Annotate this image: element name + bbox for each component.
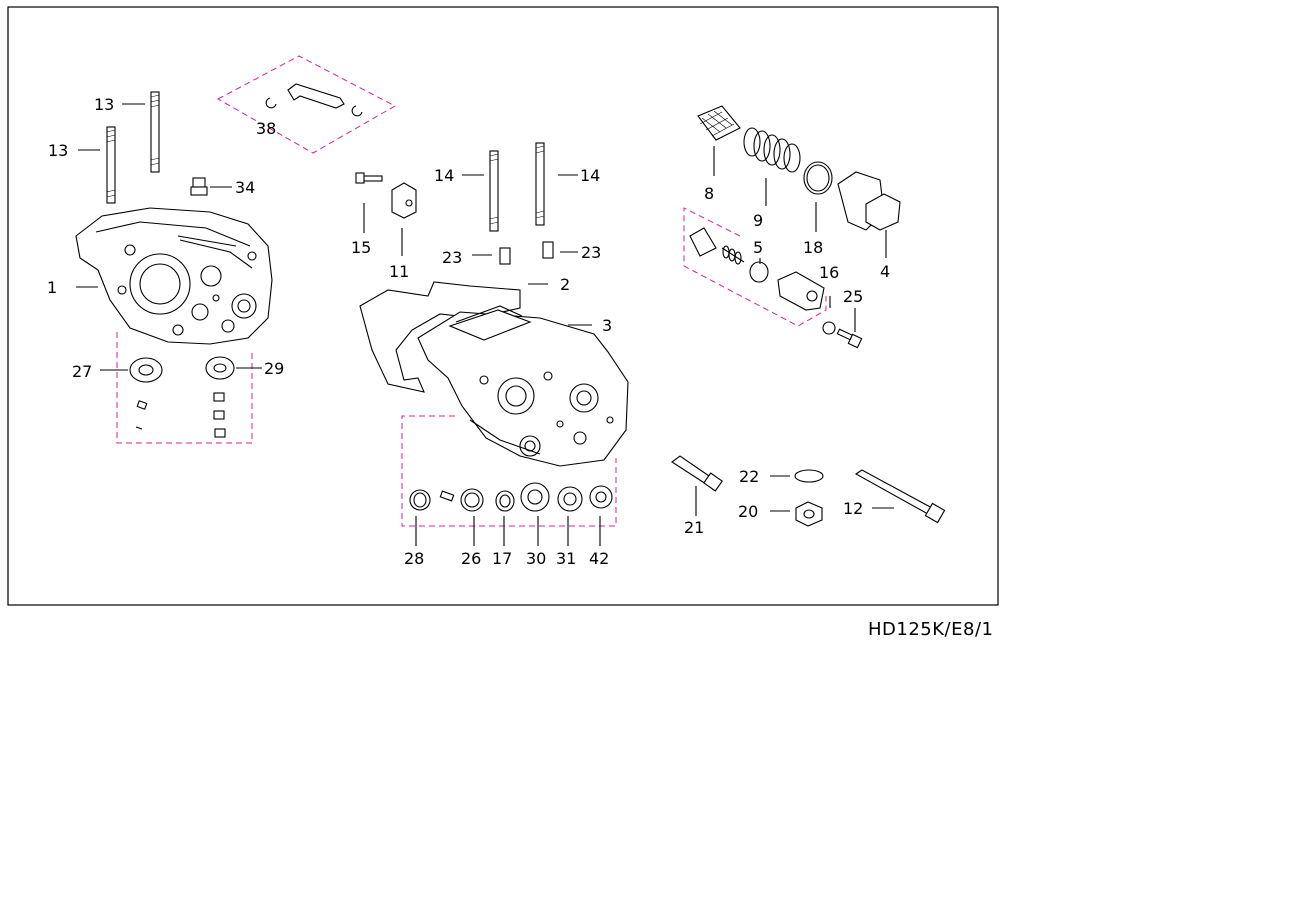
- callout-28: 28: [404, 549, 424, 568]
- gasket-2-part: [359, 281, 521, 393]
- callout-8: 8: [704, 184, 714, 203]
- group-outline-bearings-left: [116, 332, 253, 444]
- nut-20-part: [795, 501, 823, 527]
- bush-26-part: [460, 488, 484, 512]
- dowel-23-left: [499, 247, 511, 265]
- bolt-12-part: [854, 469, 946, 524]
- washer-22-part: [794, 469, 824, 483]
- callout-42: 42: [589, 549, 609, 568]
- plug-34-part: [190, 177, 208, 196]
- callout-30: 30: [526, 549, 546, 568]
- callout-16: 16: [819, 263, 839, 282]
- callout-20: 20: [738, 502, 758, 521]
- callout-14-left: 14: [434, 166, 454, 185]
- bush-28-part: [409, 489, 431, 511]
- callout-38: 38: [256, 119, 276, 138]
- stud-14-right: [535, 142, 545, 226]
- callout-11: 11: [389, 262, 409, 281]
- diagram-code: HD125K/E8/1: [868, 619, 994, 640]
- callout-21: 21: [684, 518, 704, 537]
- callout-25: 25: [843, 287, 863, 306]
- callout-34: 34: [235, 178, 255, 197]
- right-crankcase-part: [417, 305, 629, 467]
- dowel-pins-left: [135, 392, 226, 438]
- bearing-27-part: [129, 357, 163, 383]
- callout-27: 27: [72, 362, 92, 381]
- filter-screen-8-part: [697, 105, 741, 141]
- callout-2: 2: [560, 275, 570, 294]
- diagram-frame: [7, 6, 999, 606]
- drain-plug-4-part: [837, 171, 901, 231]
- callout-5: 5: [753, 238, 763, 257]
- callout-1: 1: [47, 278, 57, 297]
- stud-13-right: [150, 91, 160, 173]
- callout-22: 22: [739, 467, 759, 486]
- stud-13-left: [106, 126, 116, 204]
- hose-38-part: [265, 83, 363, 117]
- callout-17: 17: [492, 549, 512, 568]
- bearing-30-part: [520, 482, 550, 512]
- leader-lines: [76, 103, 894, 546]
- group-outline-38: [216, 55, 397, 154]
- callout-23-left: 23: [442, 248, 462, 267]
- o-ring-18-part: [803, 161, 833, 195]
- valve-piston-part: [689, 227, 769, 283]
- callout-15: 15: [351, 238, 371, 257]
- callout-9: 9: [753, 211, 763, 230]
- callout-23-right: 23: [581, 243, 601, 262]
- bolt-15-part: [355, 172, 383, 184]
- pin-small-part: [439, 490, 455, 502]
- bracket-11-part: [391, 182, 417, 219]
- bearing-31-part: [557, 486, 583, 512]
- callout-31: 31: [556, 549, 576, 568]
- washer-and-bolt-25-part: [822, 321, 863, 349]
- callout-13-right: 13: [94, 95, 114, 114]
- group-outline-valve: [683, 207, 827, 327]
- bush-17-part: [495, 490, 515, 512]
- callout-13-left: 13: [48, 141, 68, 160]
- callout-18: 18: [803, 238, 823, 257]
- bolt-21-part: [671, 455, 723, 492]
- bearing-42-part: [589, 485, 613, 509]
- group-outline-bearings-center: [401, 415, 617, 527]
- spring-9-part: [743, 127, 801, 173]
- valve-body-16-part: [777, 271, 825, 311]
- dowel-23-right: [542, 241, 554, 259]
- callout-14-right: 14: [580, 166, 600, 185]
- callout-12: 12: [843, 499, 863, 518]
- callout-29: 29: [264, 359, 284, 378]
- callout-4: 4: [880, 262, 890, 281]
- left-crankcase-part: [75, 207, 273, 345]
- bearing-29-part: [205, 356, 235, 380]
- callout-3: 3: [602, 316, 612, 335]
- stud-14-left: [489, 150, 499, 232]
- callout-26: 26: [461, 549, 481, 568]
